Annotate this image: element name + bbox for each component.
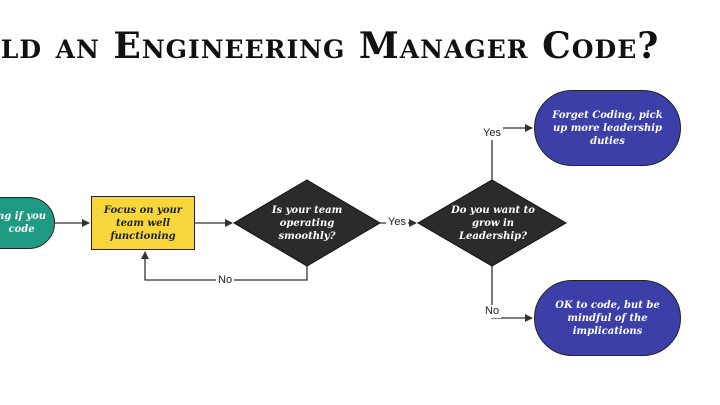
ok-to-code-label: OK to code, but be mindful of the implic… bbox=[555, 299, 660, 337]
focus-team-label: Focus on your team well functioning bbox=[103, 204, 183, 242]
start-node-label: ng if you code bbox=[0, 211, 47, 235]
diagram-title: uld an Engineering Manager Code? bbox=[0, 14, 720, 78]
grow-question-label: Do you want to grow in Leadership? bbox=[451, 204, 535, 242]
team-question-label: Is your team operating smoothly? bbox=[271, 204, 343, 242]
edge-label-grow-no: No bbox=[483, 305, 502, 318]
ok-to-code-node: OK to code, but be mindful of the implic… bbox=[534, 280, 681, 356]
forget-coding-node: Forget Coding, pick up more leadership d… bbox=[534, 90, 681, 166]
focus-team-node: Focus on your team well functioning bbox=[91, 196, 195, 250]
forget-coding-label: Forget Coding, pick up more leadership d… bbox=[552, 109, 663, 147]
edge-label-grow-yes: Yes bbox=[481, 127, 503, 140]
decision-team-diamond bbox=[233, 179, 381, 267]
edge-label-team-no: No bbox=[216, 274, 235, 287]
edge-label-team-yes: Yes bbox=[386, 216, 408, 229]
decision-grow-diamond bbox=[417, 179, 567, 267]
diagram-title-text: uld an Engineering Manager Code? bbox=[0, 25, 660, 67]
connector-grow-no bbox=[491, 266, 533, 322]
start-node: ng if you code bbox=[0, 197, 55, 249]
